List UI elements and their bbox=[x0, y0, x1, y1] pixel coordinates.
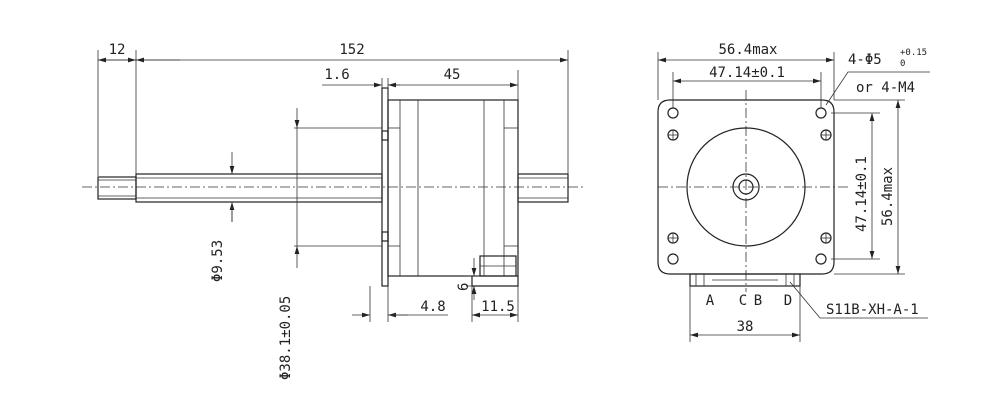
dim-6: 6 bbox=[456, 283, 472, 291]
mounting-holes bbox=[667, 107, 832, 265]
pin-label-d: D bbox=[784, 293, 792, 309]
dim-connector-width: 38 bbox=[737, 319, 754, 335]
flange-boss-top bbox=[381, 130, 389, 141]
dim-body: 45 bbox=[444, 67, 461, 83]
flange-boss-bottom bbox=[381, 231, 389, 242]
shaft-inner bbox=[738, 179, 754, 195]
front-frame bbox=[657, 99, 835, 275]
dim-11-5: 11.5 bbox=[481, 299, 515, 315]
hole-spec-leader bbox=[825, 71, 930, 106]
hole-spec-tol-upper: +0.15 bbox=[900, 48, 927, 58]
hole-spec-tol-lower: 0 bbox=[900, 59, 905, 69]
dim-width-max: 56.4max bbox=[718, 42, 777, 58]
dim-hole-spacing-h: 47.14±0.1 bbox=[709, 65, 785, 81]
dim-pilot-dia: Φ38.1±0.05 bbox=[278, 296, 294, 380]
shaft-outer bbox=[732, 173, 760, 201]
pin-label-b: B bbox=[754, 293, 762, 309]
pilot-boss bbox=[686, 127, 806, 247]
pin-label-c: C bbox=[739, 293, 747, 309]
left-shaft bbox=[97, 173, 383, 203]
front-connector bbox=[689, 273, 801, 287]
front-view: A C B D S11B-XH-A-1 56.4max 47.14±0.1 47… bbox=[657, 42, 930, 342]
dim-shaft-tip: 12 bbox=[109, 42, 126, 58]
flange-plate bbox=[381, 87, 389, 287]
motor-body bbox=[387, 99, 519, 277]
rear-shaft bbox=[517, 173, 569, 203]
side-view: 152 12 1.6 45 Φ9.53 Φ38.1±0.05 4.8 6 11. bbox=[82, 42, 585, 380]
connector-block bbox=[471, 255, 519, 287]
dim-4-8: 4.8 bbox=[420, 299, 445, 315]
connector-part-label: S11B-XH-A-1 bbox=[826, 302, 919, 318]
dim-hole-spacing-v: 47.14±0.1 bbox=[854, 156, 870, 232]
dim-height-max: 56.4max bbox=[880, 167, 896, 226]
hole-spec-alt: or 4-M4 bbox=[856, 80, 915, 96]
dim-total-length: 152 bbox=[339, 42, 364, 58]
dim-shaft-dia: Φ9.53 bbox=[210, 240, 226, 282]
dim-flange: 1.6 bbox=[324, 67, 349, 83]
pin-label-a: A bbox=[706, 293, 715, 309]
hole-spec-prefix: 4-Φ5 bbox=[848, 52, 882, 68]
